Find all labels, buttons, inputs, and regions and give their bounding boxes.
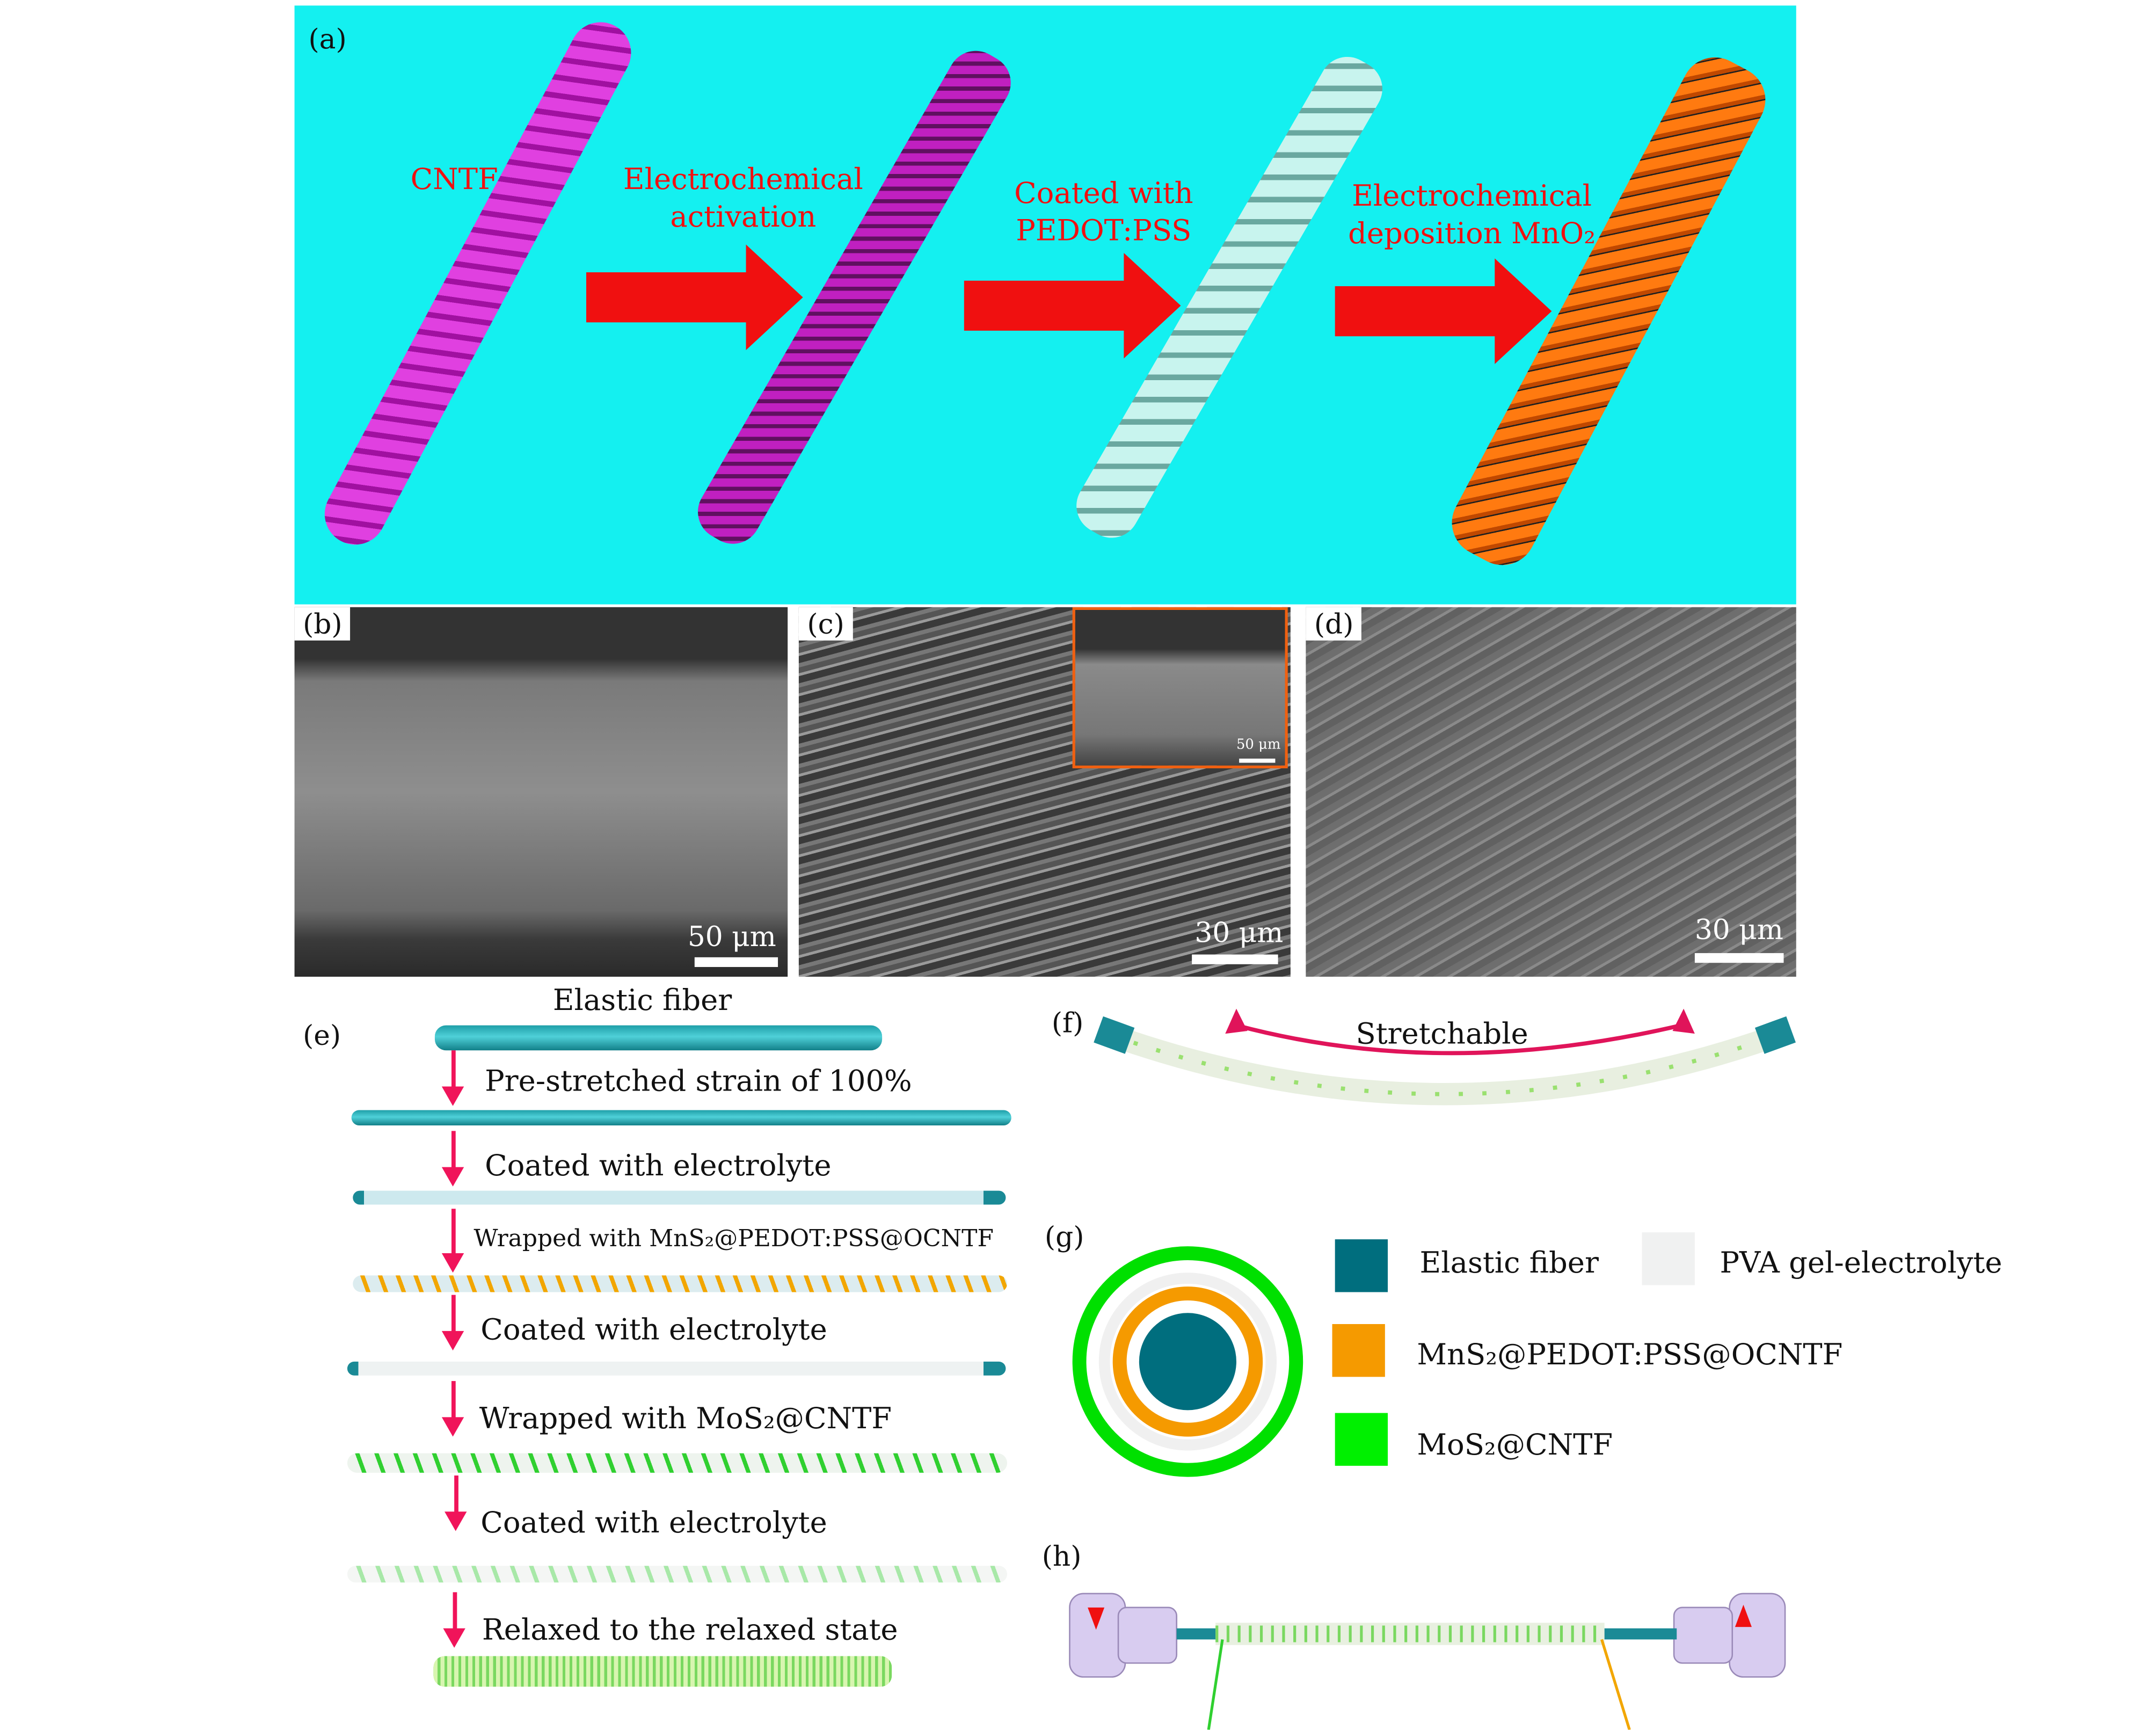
twisting-apparatus — [1069, 1593, 1786, 1730]
inset-image: 50 μm — [1072, 607, 1288, 768]
stretchable-label: Stretchable — [1356, 1017, 1528, 1051]
process-arrows — [586, 244, 1552, 364]
step-label: Wrapped with MnS₂@PEDOT:PSS@OCNTF — [474, 1225, 994, 1254]
scale-label: 30 μm — [1194, 915, 1284, 949]
legend-swatch-elastic-fiber — [1335, 1239, 1388, 1292]
step-label: Pre-stretched strain of 100% — [485, 1064, 912, 1098]
step-arrow — [441, 1209, 464, 1273]
legend-swatch-mns2 — [1332, 1324, 1385, 1377]
relaxed-fiber — [433, 1656, 892, 1687]
step-arrow — [441, 1131, 464, 1187]
scale-label: 50 μm — [687, 919, 776, 954]
panel-label-c: (c) — [798, 607, 853, 641]
cross-section-diagram — [1072, 1246, 1303, 1477]
legend-label: MnS₂@PEDOT:PSS@OCNTF — [1417, 1338, 1843, 1371]
step-label: Coated with electrolyte — [480, 1506, 827, 1540]
final-coated-fiber — [347, 1566, 1008, 1583]
arrow-icon — [1335, 258, 1552, 364]
step-arrow — [441, 1381, 464, 1437]
scale-bar — [694, 957, 778, 967]
step-label: Coated with electrolyte — [485, 1149, 832, 1183]
panel-label-a: (a) — [308, 22, 347, 56]
scale-bar — [1694, 953, 1784, 963]
panel-b-sem: (b) 50 μm — [294, 607, 788, 977]
legend-swatch-pva — [1642, 1232, 1695, 1285]
step-arrow — [441, 1050, 464, 1106]
electrolyte-coated-fiber-2 — [347, 1361, 1006, 1376]
legend-label: MoS₂@CNTF — [1417, 1428, 1613, 1462]
label-activation: Electrochemical activation — [623, 162, 863, 234]
panel-a: (a) CNTF Electrochemical activation Coat… — [294, 5, 1796, 605]
scale-bar — [1192, 954, 1278, 964]
panel-label-f: (f) — [1051, 1006, 1084, 1040]
mns2-wrapped-fiber — [353, 1275, 1008, 1292]
mos2-wrapped-fiber — [347, 1453, 1008, 1473]
electrolyte-coated-fiber — [353, 1190, 1006, 1205]
right-clamp — [1729, 1593, 1786, 1678]
step-arrow — [445, 1475, 467, 1531]
arrow-icon — [586, 244, 803, 351]
panel-label-d: (d) — [1306, 607, 1362, 641]
elastic-fiber — [434, 1025, 883, 1051]
legend-swatch-mos2 — [1335, 1413, 1388, 1466]
step-arrow — [441, 1295, 464, 1351]
legend-label: Elastic fiber — [1419, 1246, 1599, 1280]
panel-c-sem: (c) 50 μm 30 μm — [798, 607, 1291, 977]
inset-scale-label: 50 μm — [1236, 738, 1281, 753]
left-clamp — [1069, 1593, 1126, 1678]
label-mno2: Electrochemical deposition MnO₂ — [1348, 179, 1596, 250]
stretched-fiber — [351, 1110, 1011, 1125]
step-label: Wrapped with MoS₂@CNTF — [479, 1401, 892, 1435]
panel-label-e: (e) — [303, 1018, 341, 1052]
step-label: Coated with electrolyte — [480, 1313, 827, 1347]
step-arrow — [443, 1592, 465, 1648]
elastic-fiber-title: Elastic fiber — [552, 984, 732, 1017]
panel-label-b: (b) — [294, 607, 351, 641]
rotation-arrow-icon — [1735, 1604, 1752, 1627]
panel-label-h: (h) — [1041, 1539, 1082, 1573]
inset-scale-bar — [1239, 758, 1276, 763]
double-arrow-icon — [1235, 1023, 1681, 1056]
label-pedot: Coated with PEDOT:PSS — [1014, 176, 1193, 248]
rotation-arrow-icon — [1088, 1607, 1105, 1630]
stretchable-fiber-illustration — [1094, 1008, 1796, 1106]
panel-label-g: (g) — [1044, 1219, 1084, 1254]
step-label: Relaxed to the relaxed state — [482, 1613, 898, 1647]
scale-label: 30 μm — [1694, 913, 1783, 947]
arrow-icon — [964, 252, 1181, 359]
legend-label: PVA gel-electrolyte — [1720, 1246, 2002, 1280]
label-cntf: CNTF — [410, 162, 498, 196]
panel-d-sem: (d) 30 μm — [1306, 607, 1796, 977]
